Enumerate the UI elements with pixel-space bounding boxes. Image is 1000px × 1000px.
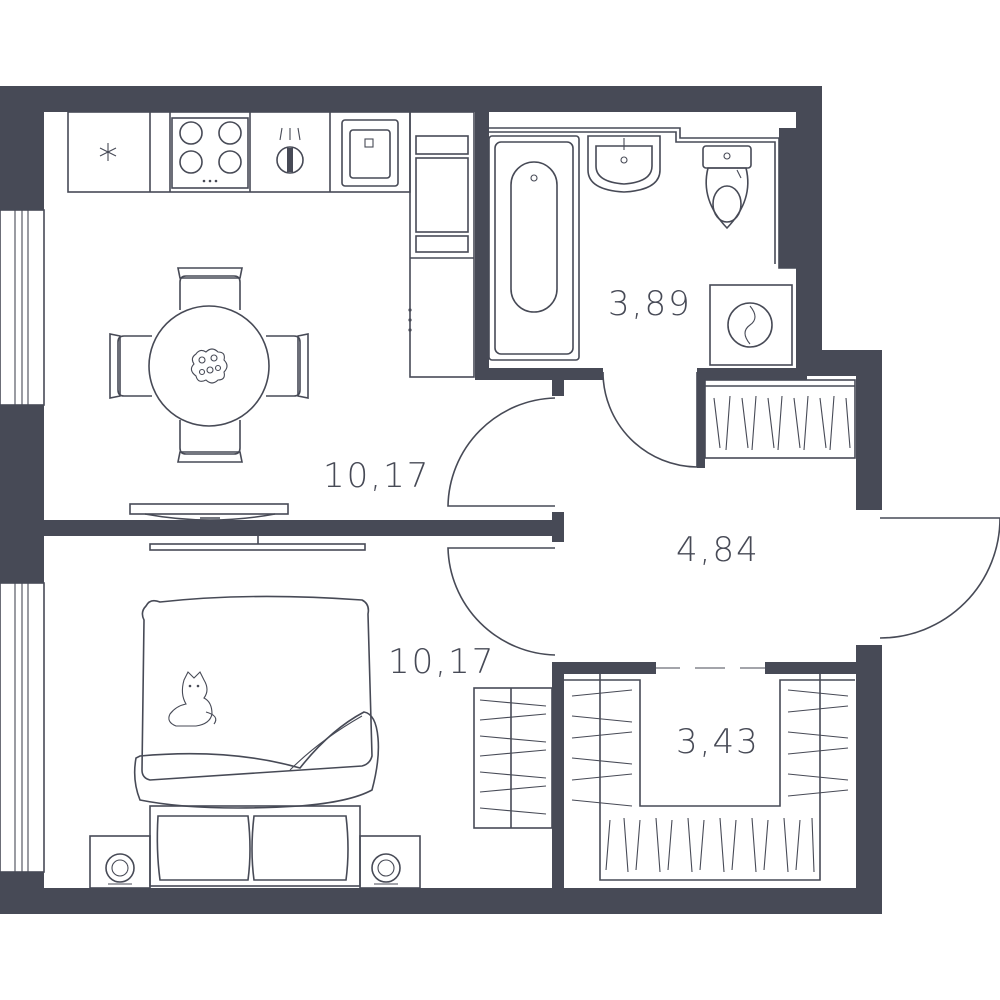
outer-wall-top [0,86,822,112]
nightstand-left [89,835,151,889]
fridge-column [408,111,475,378]
partition-bath-door-jamb [697,368,705,468]
toilet-icon [702,145,752,230]
outer-wall-right-upper [856,350,882,510]
bath-niche-wall [779,128,797,268]
door-bathroom [602,371,698,468]
outer-wall-bottom [0,888,882,914]
partition-wardrobe-top-right [765,662,865,674]
snowflake-icon [99,143,117,161]
bedroom-area-label: 10,17 [388,642,496,682]
tv-bedroom [149,536,366,551]
partition-wardrobe-top-left [552,662,656,674]
wardrobe-area-label: 3,43 [676,722,760,762]
washbasin-icon [587,135,661,193]
door-entrance [879,517,1000,639]
outer-wall-right-lower [856,645,882,914]
walls [0,86,882,914]
bathtub [488,135,580,361]
bathroom-inner-lines [489,127,797,269]
outer-wall-left-mid [0,405,44,583]
door-bedroom [447,547,556,656]
hallway-closet [704,379,856,459]
faucet-icon [276,127,304,174]
partition-bath-stub [552,380,564,396]
window-kitchen [0,209,45,406]
stove-icon [171,117,249,189]
outer-wall-right-bath [796,86,822,354]
partition-kitchen-bedroom [44,520,562,536]
kitchen-counter [67,111,411,193]
flower-vase-icon [190,348,228,384]
washing-machine-icon [709,284,793,366]
window-bedroom [0,582,45,873]
door-kitchen [447,397,556,507]
hallway-area-label: 4,84 [676,530,760,570]
partition-bedroom-stub [552,512,564,542]
bathroom-area-label: 3,89 [608,284,692,324]
kitchen-area-label: 10,17 [323,456,431,496]
walk-in-wardrobe [564,674,855,881]
bedroom-wardrobe [473,687,553,829]
cat-icon [168,671,217,727]
bed [133,595,380,887]
tv-stand [129,503,289,521]
outer-wall-left-upper [0,86,44,210]
partition-bath-left [475,112,489,380]
nightstand-right [359,835,421,889]
partition-wardrobe-left [552,662,564,902]
partition-bath-bottom [475,368,603,380]
dining-table [109,267,309,463]
sink-icon [341,119,399,187]
partition-bath-bottom-right [697,368,807,380]
